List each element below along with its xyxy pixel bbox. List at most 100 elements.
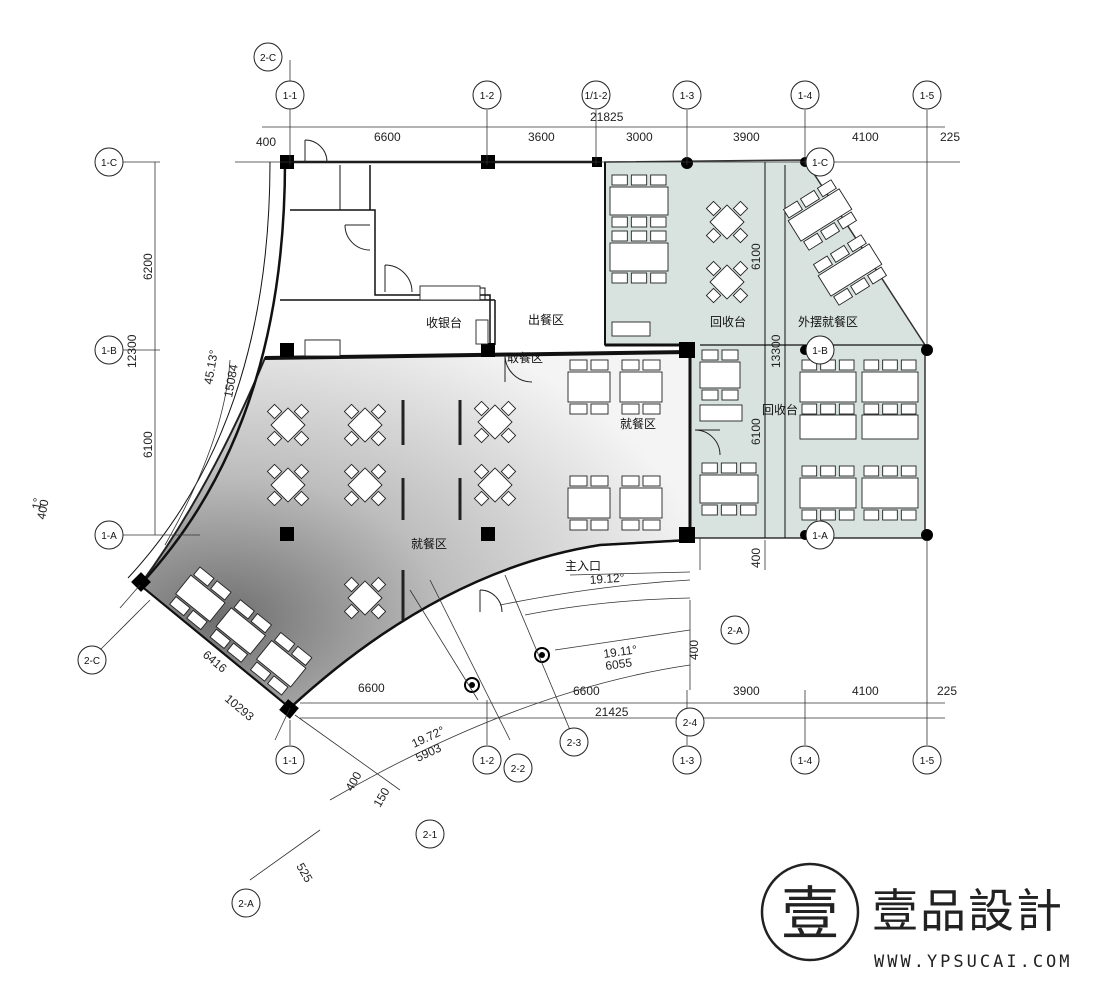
chair [370,576,387,593]
table-6-seat [861,465,919,521]
chair [642,359,661,371]
grid-bubble-top: 1-5 [912,80,942,110]
chair [233,599,255,620]
table-4-seat [343,403,387,447]
grid-bubble-label: 1-A [101,531,117,542]
chair [343,490,360,507]
chair [740,462,757,474]
table-top [799,414,857,440]
table-6-seat [699,462,759,516]
chair [820,509,836,521]
dim-len-b: 6055 [604,655,633,673]
chair [226,642,249,663]
table-top [799,477,857,509]
grid-bubble-left: 1-C [94,147,124,177]
chair [611,174,628,186]
chair [732,260,749,277]
grid-bubble-left: 1-A [94,520,124,550]
chair [782,200,804,219]
grid-bubble-bottom: 1-2 [472,745,502,775]
chair [473,400,490,417]
chair [803,232,824,251]
chair [590,475,609,487]
table-4-seat [619,359,663,415]
chair [266,463,283,480]
grid-bubble-label: 1-C [812,158,828,169]
dim-angle-a: 19.12° [589,571,625,587]
grid-bubble-label: 2-C [260,53,276,64]
table-4-seat [705,200,749,244]
table-top [477,467,513,503]
chair [650,174,667,186]
chair [732,227,749,244]
chair [801,403,818,415]
grid-bubble-circle [253,42,283,72]
door-swings [304,139,721,613]
chair [293,430,310,447]
chair [829,244,850,263]
grid-bubble-circle [672,745,702,775]
grid-bubble-top: 1-3 [672,80,702,110]
table-4-seat [473,400,517,444]
counter [699,404,743,422]
columns [131,155,933,719]
chair [850,277,871,296]
chair [569,519,588,531]
dim-bottom-seg: 225 [937,684,957,698]
counter [419,285,481,301]
table-top [619,371,663,403]
table-6-seat [861,359,919,415]
chair [266,430,283,447]
chair [801,359,818,371]
chair [801,465,818,477]
grid-bubble-bottom: 1-5 [912,745,942,775]
chair [611,272,628,284]
chair [621,359,640,371]
grid-bubble-label: 1-2 [480,756,495,767]
dim-left-seg: 6100 [141,431,155,458]
chair [590,403,609,415]
chair [169,595,191,617]
grid-bubble-bottom: 2-2 [503,753,533,783]
chair [863,465,880,477]
chair [630,216,648,228]
chair [820,403,836,415]
grid-bubble-label: 1-C [101,158,117,169]
grid-bubble-label: 1-B [812,346,828,357]
grid-bubble-circle [805,520,835,550]
grid-bubble-circle [503,753,533,783]
chair [836,211,858,230]
chair [473,427,490,444]
southwest-seating [169,566,313,696]
cash-register [475,319,489,345]
grid-bubble-left: 1-B [94,335,124,365]
dim-top-total: 21825 [590,110,624,124]
grid-bubble-label: 1/1-2 [585,91,608,102]
chair [266,675,289,696]
chair [838,403,855,415]
grid-bubble-circle [77,645,107,675]
table-4-seat [705,260,749,304]
grid-bubble-circle [912,745,942,775]
grid-bubble-top: 1/1-2 [581,80,611,110]
dim-mid: 6100 [749,243,763,270]
grid-bubble-left: 2-C [253,42,283,72]
dim-top-seg: 3000 [626,130,653,144]
dim-top-seg: 3900 [733,130,760,144]
chair [882,403,898,415]
grid-bubble-label: 2-A [238,899,254,910]
chair [833,287,854,306]
grid-bubble-circle [94,520,124,550]
chair [210,580,232,601]
grid-bubble-circle [805,147,835,177]
table-4-seat [619,475,663,531]
chair [273,631,296,653]
chair [250,612,273,634]
chair [900,403,917,415]
chair [209,628,232,650]
chair [721,349,739,361]
table-top [347,407,383,443]
chair [740,504,757,516]
